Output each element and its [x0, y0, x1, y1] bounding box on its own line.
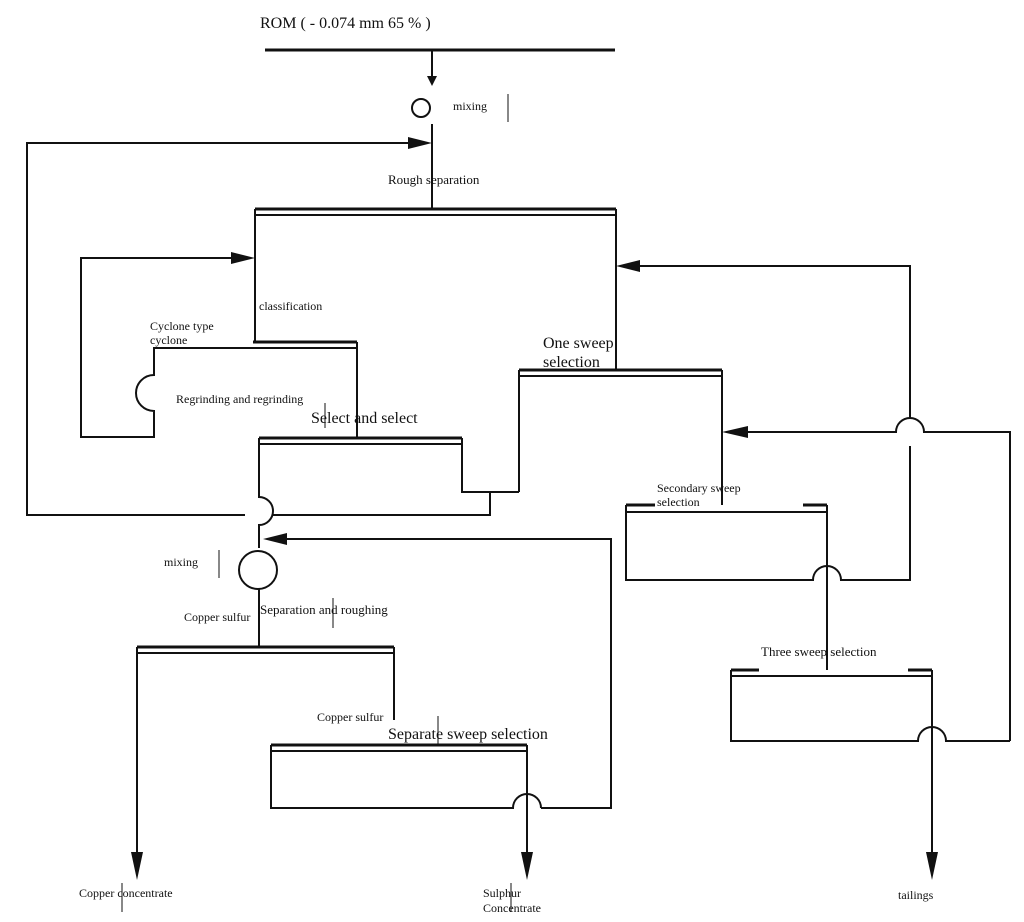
feed-arrowhead: [427, 76, 437, 86]
sweep-1-return-arrowhead: [616, 260, 640, 272]
copper-concentrate-label: Copper concentrate: [79, 886, 173, 900]
select-and-select-label: Select and select: [311, 410, 418, 427]
separation-recycle-arrowhead: [263, 533, 287, 545]
separate-sweep-cell-body: [270, 745, 542, 809]
rough-separation-label: Rough separation: [388, 172, 480, 187]
regrind-arrowhead: [231, 252, 255, 264]
one-sweep-label-line2: selection: [543, 354, 600, 371]
cleaner-tailing-line: [461, 438, 519, 493]
sweep-3-cell-body: [730, 670, 1010, 742]
mixing-tank-1: [411, 98, 431, 118]
sweep-2-return-line: [746, 417, 1011, 741]
copper-sulfur-label-1: Copper sulfur: [184, 610, 250, 624]
classification-label: classification: [259, 299, 322, 313]
rough-recycle-arrowhead: [408, 137, 432, 149]
mixing-tank-2: [238, 550, 278, 590]
rough-recycle-line: [26, 142, 410, 516]
cleaner-recycle-line: [273, 492, 491, 516]
separate-sweep-label: Separate sweep selection: [388, 726, 548, 743]
cyclone-label-line2: cyclone: [150, 333, 187, 347]
mixing-label-1: mixing: [453, 99, 487, 113]
mixing-label-2: mixing: [164, 555, 198, 569]
tailings-label: tailings: [898, 888, 934, 902]
sulphur-concentrate-arrowhead: [521, 852, 533, 880]
cyclone-label-line1: Cyclone type: [150, 319, 214, 333]
regrinding-label: Regrinding and regrinding: [176, 392, 303, 406]
sweep-1-return-line: [638, 265, 911, 418]
three-sweep-label: Three sweep selection: [761, 644, 877, 659]
sulphur-label-line1: Sulphur: [483, 886, 521, 900]
copper-concentrate-arrowhead: [131, 852, 143, 880]
sulphur-label-line2: Concentrate: [483, 901, 541, 915]
copper-sulfur-label-2: Copper sulfur: [317, 710, 383, 724]
separation-roughing-label: Separation and roughing: [260, 602, 388, 617]
separation-recycle-line: [285, 538, 612, 809]
regrind-mill-loop: [80, 257, 253, 438]
tailings-arrowhead: [926, 852, 938, 880]
cleaner-cell-left: [258, 438, 274, 548]
rom-label: ROM ( - 0.074 mm 65 % ): [260, 15, 431, 32]
secondary-sweep-label-line1: Secondary sweep: [657, 481, 741, 495]
secondary-sweep-label-line2: selection: [657, 495, 700, 509]
sweep-2-return-arrowhead: [722, 426, 748, 438]
one-sweep-label-line1: One sweep: [543, 335, 614, 352]
